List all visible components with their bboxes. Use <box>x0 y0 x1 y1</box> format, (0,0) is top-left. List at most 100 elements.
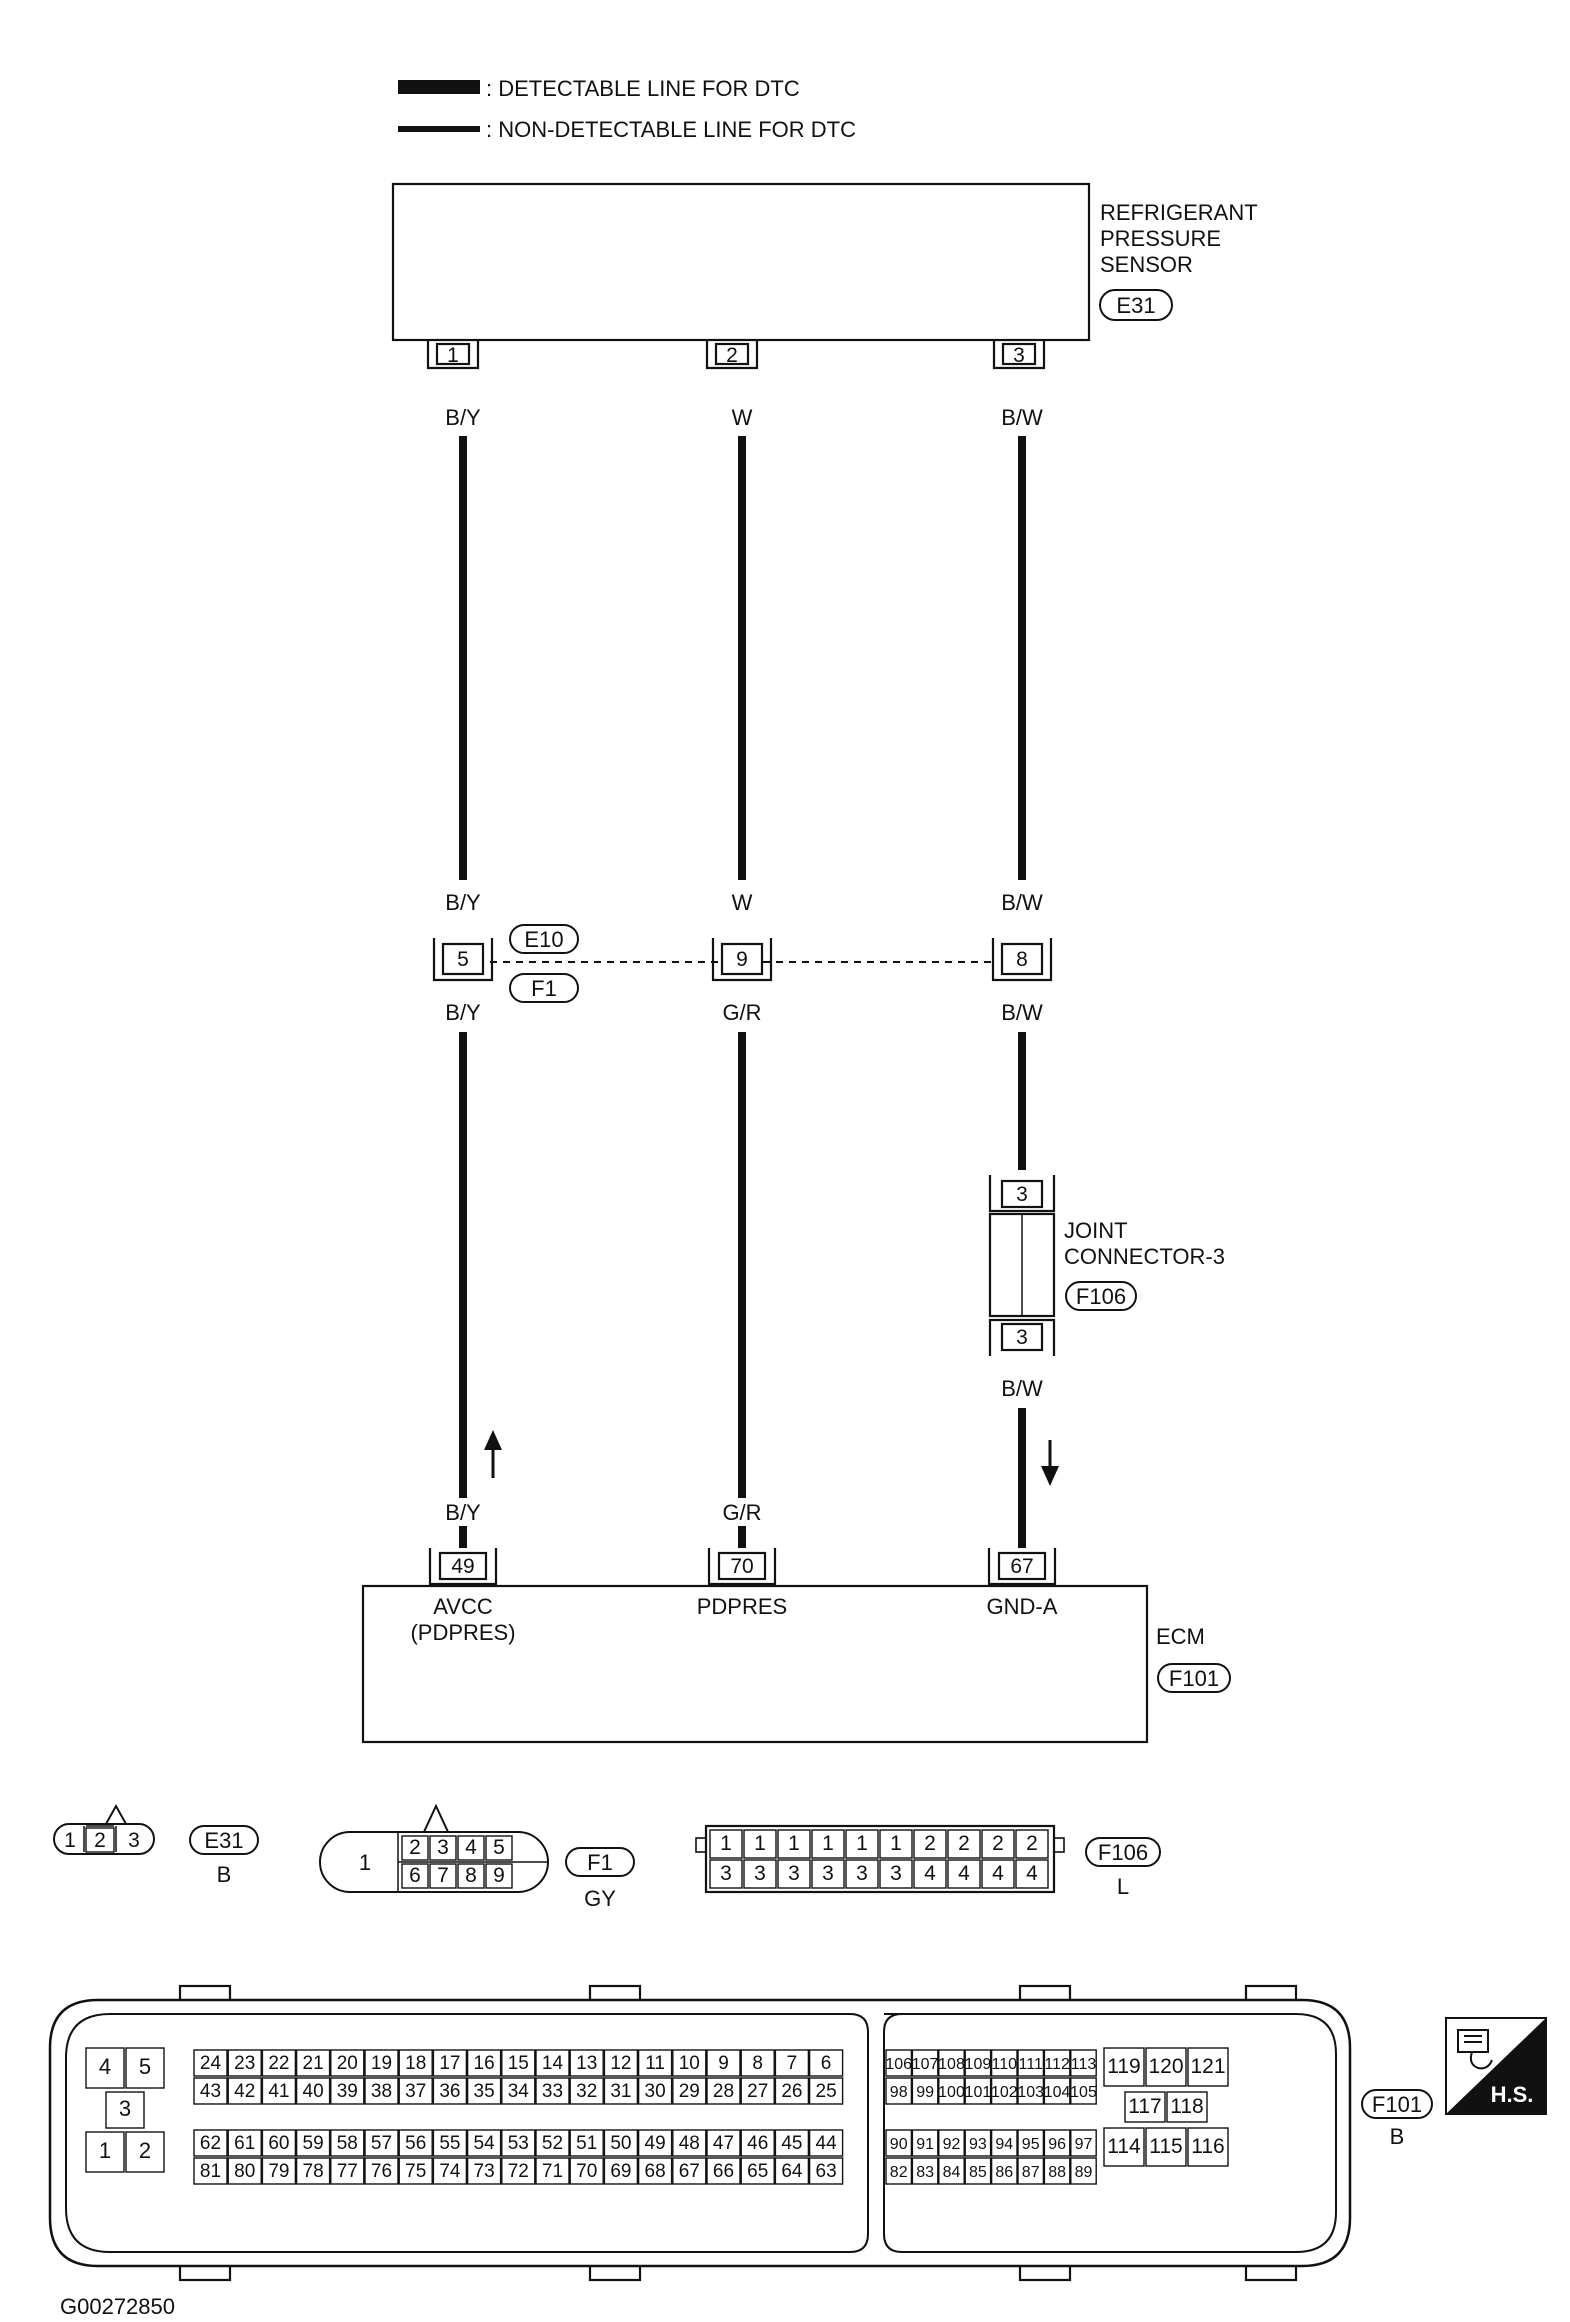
f106-bottom-pin-2: 3 <box>754 1862 766 1885</box>
ecm-pin-67-label: 67 <box>1010 1555 1033 1578</box>
f101-pin-13: 13 <box>576 2053 597 2074</box>
f101-pin-15: 15 <box>508 2053 529 2074</box>
inline-pin-8-label: 8 <box>1016 948 1028 971</box>
f101-pin-70-cell <box>569 2157 604 2185</box>
f101-pin-5: 5 <box>139 2054 151 2079</box>
f101-pin-7-cell <box>774 2049 810 2077</box>
f101-pin-110: 110 <box>992 2056 1018 2073</box>
f101-pin-92: 92 <box>943 2136 961 2153</box>
f101-pin-73-cell <box>466 2157 502 2185</box>
f101-pin-102: 102 <box>991 2084 1018 2101</box>
f101-pin-42: 42 <box>234 2081 255 2102</box>
joint-pin-bottom-label: 3 <box>1016 1326 1028 1349</box>
f1-pin-2-cell <box>401 1835 429 1861</box>
f101-pin-74: 74 <box>439 2161 461 2182</box>
f106-bottom-pin-7: 4 <box>924 1862 936 1885</box>
sensor-pin-2-label: 2 <box>726 344 738 367</box>
f101-pin-93-cell <box>964 2129 992 2157</box>
f101-pin-26-cell <box>774 2077 810 2105</box>
f101-pin-2: 2 <box>139 2138 151 2163</box>
f101-pin-4: 4 <box>99 2054 111 2079</box>
f101-pin-64-cell <box>774 2157 810 2185</box>
sensor-pin-3-label: 3 <box>1013 344 1025 367</box>
f1-pin-6-cell <box>401 1863 429 1889</box>
f101-pin-85-cell <box>964 2157 992 2185</box>
f101-pin-51-cell <box>569 2129 604 2157</box>
f101-pin-107-cell <box>911 2049 939 2077</box>
f101-pin-37: 37 <box>405 2081 426 2102</box>
sensor-pin-1 <box>435 342 471 366</box>
f101-pin-29-cell <box>672 2077 707 2105</box>
f106-top-pin-8: 2 <box>958 1832 970 1855</box>
f101-pin-105: 105 <box>1070 2084 1097 2101</box>
f101-pin-38: 38 <box>371 2081 392 2102</box>
f101-pin-87: 87 <box>1022 2164 1040 2181</box>
ecm-body <box>361 1584 1149 1744</box>
f101-pin-88-cell <box>1043 2157 1071 2185</box>
f101-pin-24-cell <box>193 2049 228 2077</box>
f101-pin-45: 45 <box>781 2133 802 2154</box>
f101-pin-90: 90 <box>890 2136 908 2153</box>
f106-bottom-pin-9: 4 <box>992 1862 1004 1885</box>
f106-bottom-pin-4: 3 <box>822 1862 834 1885</box>
f101-pin-23: 23 <box>234 2053 255 2074</box>
f101-pin-74-cell <box>432 2157 468 2185</box>
f101-pin-59: 59 <box>303 2133 324 2154</box>
f1-color: GY <box>584 1886 616 1911</box>
f101-pin-48: 48 <box>679 2133 700 2154</box>
f101-pin-49-cell <box>637 2129 673 2157</box>
inline-code-top-badge <box>509 924 579 954</box>
f101-pin-57: 57 <box>371 2133 392 2154</box>
f101-pin-49: 49 <box>645 2133 666 2154</box>
f101-pin-40-cell <box>295 2077 331 2105</box>
joint-code: F106 <box>1076 1284 1126 1309</box>
f101-pin-9-cell <box>706 2049 741 2077</box>
sensor-body <box>391 182 1091 342</box>
f101-pin-100: 100 <box>938 2084 965 2101</box>
f101-pin-2-cell <box>125 2131 165 2173</box>
f101-pin-76: 76 <box>371 2161 392 2182</box>
f101-pin-58-cell <box>330 2129 365 2157</box>
f101-pin-111-cell <box>1017 2049 1045 2077</box>
joint-name-line-2: CONNECTOR-3 <box>1064 1244 1225 1269</box>
f101-pin-77: 77 <box>337 2161 358 2182</box>
f106-top-pin-6-cell <box>879 1829 913 1859</box>
f101-pin-1: 1 <box>99 2138 111 2163</box>
ecm-terminal-avcc: AVCC <box>433 1594 493 1619</box>
f101-pin-25-cell <box>808 2077 844 2105</box>
f101-pin-100-cell <box>938 2077 965 2105</box>
f101-pin-97-cell <box>1070 2129 1097 2157</box>
f101-pin-85: 85 <box>969 2164 987 2181</box>
f101-pin-73: 73 <box>474 2161 495 2182</box>
e31-color: B <box>217 1862 232 1887</box>
f101-pin-19-cell <box>364 2049 399 2077</box>
f101-pin-56: 56 <box>405 2133 426 2154</box>
f101-pin-119-cell <box>1103 2047 1145 2087</box>
inline-color-above-2: W <box>732 890 753 915</box>
f106-top-pin-3-cell <box>777 1829 811 1859</box>
refrigerant-pressure-sensor: REFRIGERANT PRESSURE SENSOR E31 <box>391 182 1258 342</box>
f101-pin-29: 29 <box>679 2081 700 2102</box>
f101-pin-64: 64 <box>781 2161 803 2182</box>
f1-pin-8: 8 <box>465 1864 477 1887</box>
f101-pin-75: 75 <box>405 2161 426 2182</box>
f101-pin-22-cell <box>261 2049 297 2077</box>
f101-pin-43-cell <box>193 2077 228 2105</box>
f101-pin-16: 16 <box>474 2053 495 2074</box>
ecm-pin-70 <box>717 1551 767 1581</box>
f101-pin-106: 106 <box>885 2056 912 2073</box>
f101-pin-34: 34 <box>508 2081 530 2102</box>
f1-pin-6: 6 <box>409 1864 421 1887</box>
f101-pin-44: 44 <box>816 2133 838 2154</box>
f1-pin-3-cell <box>429 1835 457 1861</box>
f101-pin-120: 120 <box>1148 2055 1183 2078</box>
f101-pin-31: 31 <box>610 2081 631 2102</box>
f106-top-pin-5: 1 <box>856 1832 868 1855</box>
f106-bottom-pin-1: 3 <box>720 1862 732 1885</box>
joint-name-line-1: JOINT <box>1064 1218 1128 1243</box>
f101-pin-82-cell <box>885 2157 913 2185</box>
f101-pin-45-cell <box>774 2129 810 2157</box>
f101-pin-9: 9 <box>718 2053 729 2074</box>
f1-code: F1 <box>587 1850 613 1875</box>
